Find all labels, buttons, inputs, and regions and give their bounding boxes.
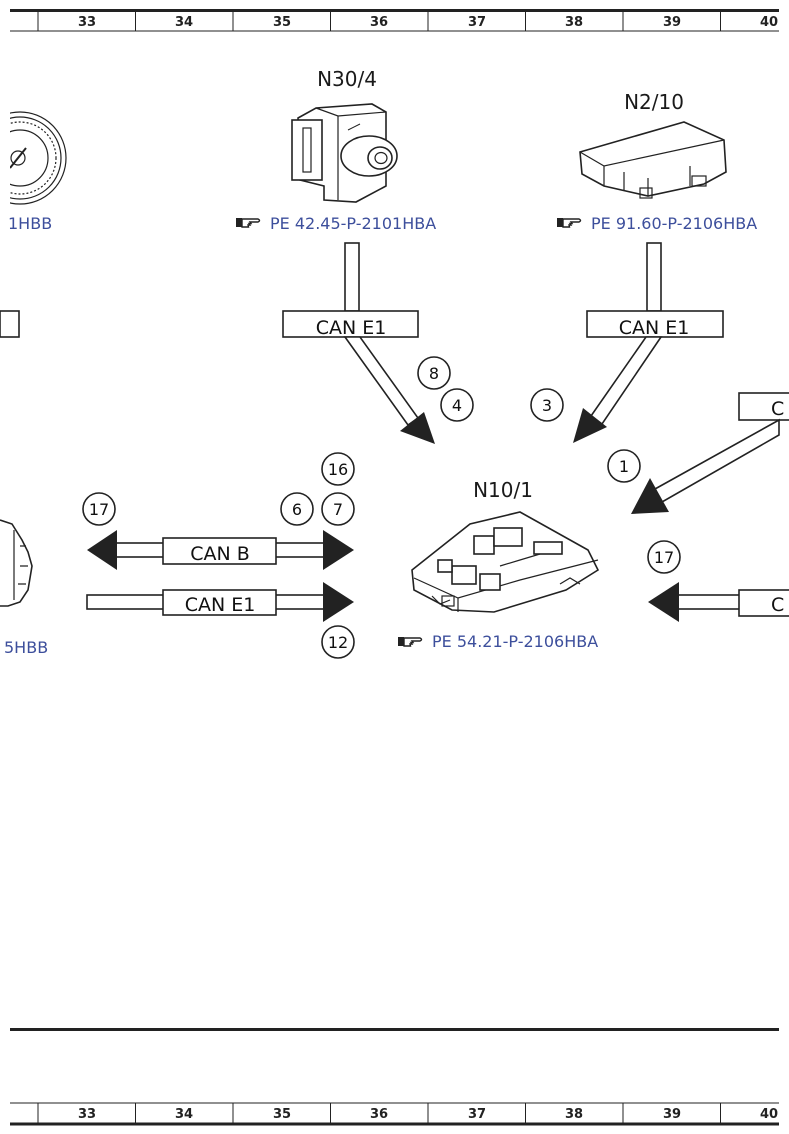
column-number: 36: [370, 15, 388, 30]
column-number: 40: [760, 1107, 778, 1122]
callout-circle: [440, 388, 474, 422]
callout-number: 12: [328, 633, 348, 652]
n10-1-label: N10/1: [473, 478, 533, 502]
callout-number: 6: [292, 500, 302, 519]
column-number: 36: [370, 1107, 388, 1122]
column-number: 33: [78, 15, 96, 30]
pointing-hand-icon: [235, 217, 261, 228]
column-number: 37: [468, 15, 486, 30]
pointing-hand-icon: [556, 217, 582, 228]
callout-circle: [82, 492, 116, 526]
n30-4-reference-link[interactable]: PE 42.45-P-2101HBA: [270, 214, 436, 233]
n2-10-label: N2/10: [624, 90, 684, 114]
bus-label-box: [162, 589, 277, 616]
callout-circle: [607, 449, 641, 483]
callout-circle: [280, 492, 314, 526]
bus-label-can-e1: CAN E1: [619, 317, 690, 339]
column-number: 39: [663, 1107, 681, 1122]
callout-number: 4: [452, 396, 462, 415]
column-number: 34: [175, 15, 193, 30]
callout-number: 17: [654, 548, 674, 567]
bus-line: [653, 418, 780, 504]
callout-number: 17: [89, 500, 109, 519]
arrowhead: [400, 412, 435, 444]
right-cut-bus-box: [738, 392, 789, 421]
callout-number: 16: [328, 460, 348, 479]
bus-line: [343, 336, 420, 427]
callout-number: 1: [619, 457, 629, 476]
left-instrument-drawing: [0, 100, 67, 220]
arrowhead: [631, 478, 669, 514]
column-number: 38: [565, 15, 583, 30]
callout-number: 7: [333, 500, 343, 519]
bus-label-box: [162, 537, 277, 565]
left-cut-bus-box: [0, 310, 20, 338]
n2-10-reference-link[interactable]: PE 91.60-P-2106HBA: [591, 214, 757, 233]
left-device-drawing: [0, 519, 33, 607]
callout-number: 8: [429, 364, 439, 383]
n30-4-label: N30/4: [317, 67, 377, 91]
top-column-ruler: 33 34 35 36 37 38 39 40: [10, 9, 779, 32]
pointing-hand-icon: [397, 636, 423, 647]
n10-1-module-drawing: [411, 511, 600, 613]
callout-circle: [321, 625, 355, 659]
arrowhead: [87, 530, 117, 570]
column-number: 39: [663, 15, 681, 30]
right-cut-bus-label: C: [771, 398, 784, 420]
column-number: 33: [78, 1107, 96, 1122]
right-cut-bus-box: [738, 589, 789, 617]
arrowhead: [573, 408, 607, 443]
bus-line: [675, 594, 747, 610]
callout-circle: [321, 492, 355, 526]
bus-label-box: [282, 310, 419, 338]
callout-circle: [647, 540, 681, 574]
n30-4-module-drawing: [291, 103, 398, 203]
column-number: 38: [565, 1107, 583, 1122]
bus-line: [344, 242, 360, 312]
callout-circle: [417, 356, 451, 390]
column-number: 35: [273, 15, 291, 30]
bottom-column-ruler: 33 34 35 36 37 38 39 40: [10, 1102, 779, 1126]
n2-10-module-drawing: [579, 121, 727, 199]
n10-1-reference-link[interactable]: PE 54.21-P-2106HBA: [432, 632, 598, 651]
column-number: 34: [175, 1107, 193, 1122]
bus-label-can-b: CAN B: [190, 543, 250, 565]
left-reference-text: 5HBB: [4, 638, 48, 657]
bus-line: [646, 242, 662, 312]
bus-label-can-e1: CAN E1: [185, 594, 256, 616]
bus-line: [589, 336, 663, 426]
callout-circle: [530, 388, 564, 422]
column-number: 37: [468, 1107, 486, 1122]
left-reference-text: 1HBB: [8, 214, 52, 233]
column-number: 40: [760, 15, 778, 30]
bus-label-can-e1: CAN E1: [316, 317, 387, 339]
arrowhead: [648, 582, 679, 622]
callout-number: 3: [542, 396, 552, 415]
callout-circle: [321, 452, 355, 486]
arrowhead: [323, 530, 354, 570]
arrowhead: [323, 582, 354, 622]
column-number: 35: [273, 1107, 291, 1122]
right-cut-bus-label: C: [771, 594, 784, 616]
bus-label-box: [586, 310, 724, 338]
